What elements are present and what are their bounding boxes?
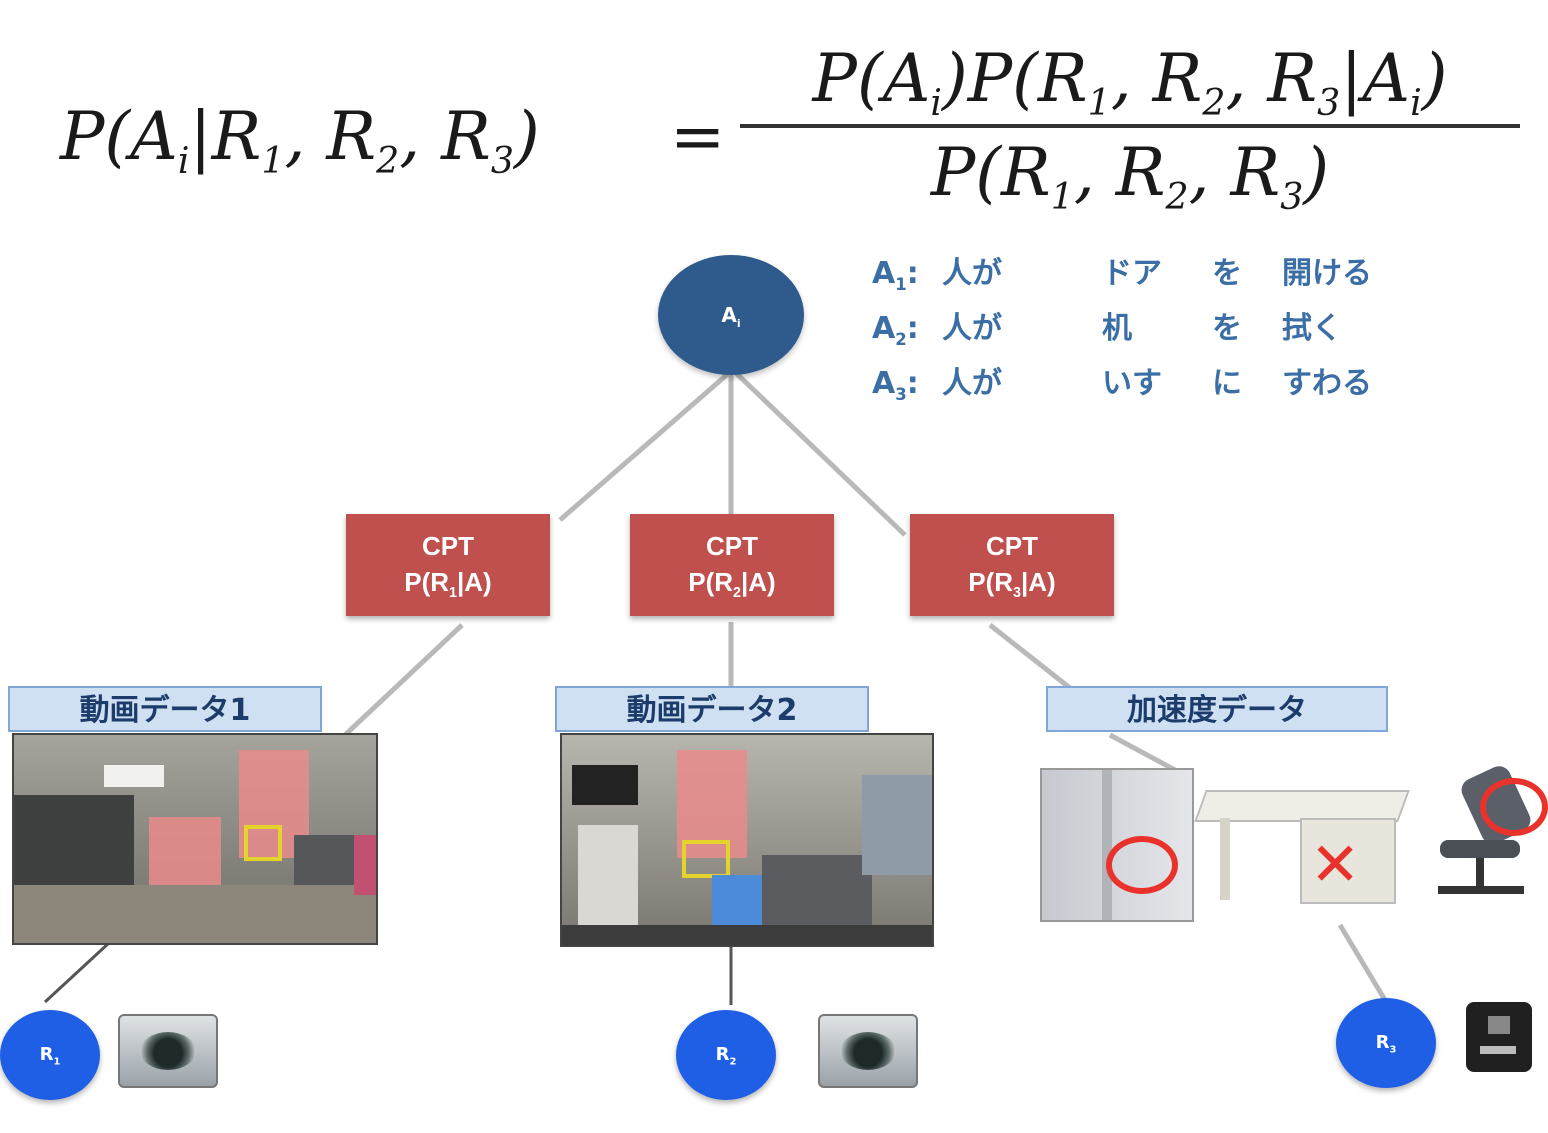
formula-numerator: P(Ai)P(R1, R2, R3|Ai): [812, 40, 1448, 125]
sensor-highlight-door: [1106, 836, 1178, 894]
edge-desk-r3: [1337, 923, 1388, 1002]
legend-row-a2: A2: 人が 机 を 拭く: [872, 311, 1342, 349]
action-legend: A1: 人が ドア を 開ける A2: 人が 机 を 拭く A3: 人が いす …: [872, 252, 1372, 417]
label-video-data-1: 動画データ1: [8, 686, 322, 732]
edge-root-cpt3: [733, 370, 907, 537]
r-node-1: R1: [0, 1010, 100, 1100]
sensor-highlight-chair: [1480, 778, 1548, 836]
fraction-bar: [740, 124, 1520, 128]
label-acceleration-data: 加速度データ: [1046, 686, 1388, 732]
formula-denominator: P(R1, R2, R3): [930, 134, 1330, 219]
legend-row-a1: A1: 人が ドア を 開ける: [872, 256, 1372, 294]
formula-equals: =: [670, 98, 726, 175]
chair-image: [1420, 762, 1535, 910]
cpt-box-r3: CPT P(R3|A): [910, 514, 1114, 616]
bayes-formula: P(Ai|R1, R2, R3) = P(Ai)P(R1, R2, R3|Ai)…: [60, 40, 1520, 230]
edge-cpt1-data1: [343, 623, 464, 737]
camera-icon: [118, 1014, 218, 1088]
cpt-box-r2: CPT P(R2|A): [630, 514, 834, 616]
label-video-data-2: 動画データ2: [555, 686, 869, 732]
root-node-a: Ai: [658, 255, 804, 375]
video-frame-1: [12, 733, 378, 945]
video-frame-2: [560, 733, 934, 947]
r-node-2: R2: [676, 1010, 776, 1100]
camera-icon: [818, 1014, 918, 1088]
edge-data1-r1: [43, 940, 112, 1004]
edge-data3-door: [1108, 732, 1177, 773]
accelerometer-icon: [1466, 1002, 1532, 1072]
edge-root-cpt1: [558, 370, 732, 522]
edge-cpt3-data3: [988, 623, 1072, 690]
r-node-3: R3: [1336, 998, 1436, 1088]
no-sensor-cross-icon: ✕: [1310, 830, 1361, 900]
desk-image: [1194, 790, 1410, 904]
formula-lhs: P(Ai|R1, R2, R3): [60, 98, 540, 183]
legend-row-a3: A3: 人が いす に すわる: [872, 366, 1372, 404]
cpt-box-r1: CPT P(R1|A): [346, 514, 550, 616]
